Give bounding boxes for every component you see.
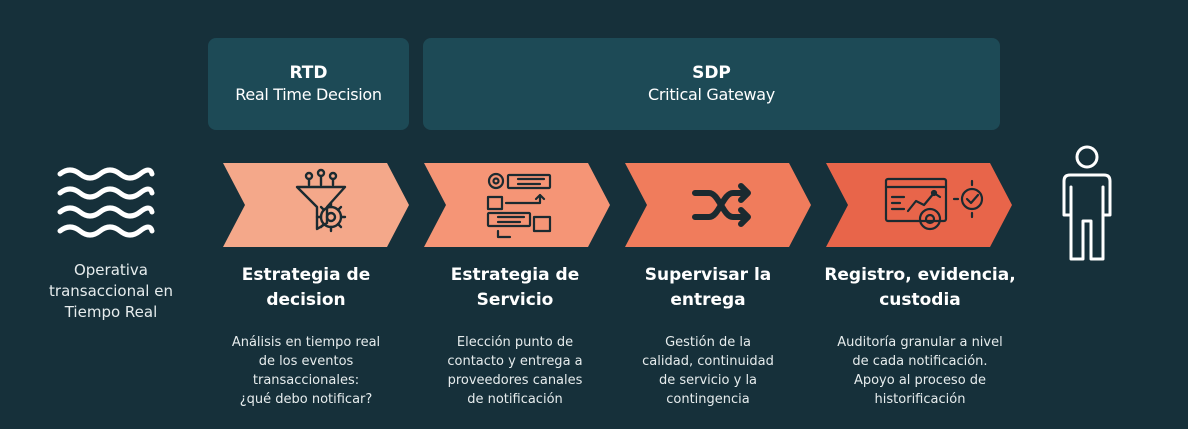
step-1-title: Estrategia de decision [241,265,371,310]
shuffle-icon [692,183,751,227]
step-3-chevron [625,163,811,247]
ordered-list-icon [486,172,552,239]
step-4-description: Auditoría granular a nivel de cada notif… [837,335,1003,407]
rtd-header-box: RTD Real Time Decision [208,38,409,130]
dashboard-audit-icon [884,177,984,231]
step-2-title: Estrategia de Servicio [450,265,580,310]
step-2-description: Elección punto de contacto y entrega a p… [447,335,583,407]
step-4-title: Registro, evidencia, custodia [824,265,1016,310]
step-4-chevron [826,163,1012,247]
step-1-description: Análisis en tiempo real de los eventos t… [231,335,381,407]
step-3-description: Gestión de la calidad, continuidad de se… [642,335,774,407]
funnel-gear-icon [295,168,347,233]
rtd-subtitle: Real Time Decision [235,85,382,104]
step-1-chevron [223,163,409,247]
sdp-subtitle: Critical Gateway [648,85,775,104]
sdp-header-box: SDP Critical Gateway [423,38,1000,130]
step-3-title: Supervisar la entrega [644,265,772,310]
sdp-title: SDP [692,63,731,83]
rtd-title: RTD [289,63,328,83]
step-2-chevron [424,163,610,247]
person-icon [1062,145,1112,261]
source-label: Operativa transaccional en Tiempo Real [49,261,173,321]
waves-icon [57,167,155,238]
